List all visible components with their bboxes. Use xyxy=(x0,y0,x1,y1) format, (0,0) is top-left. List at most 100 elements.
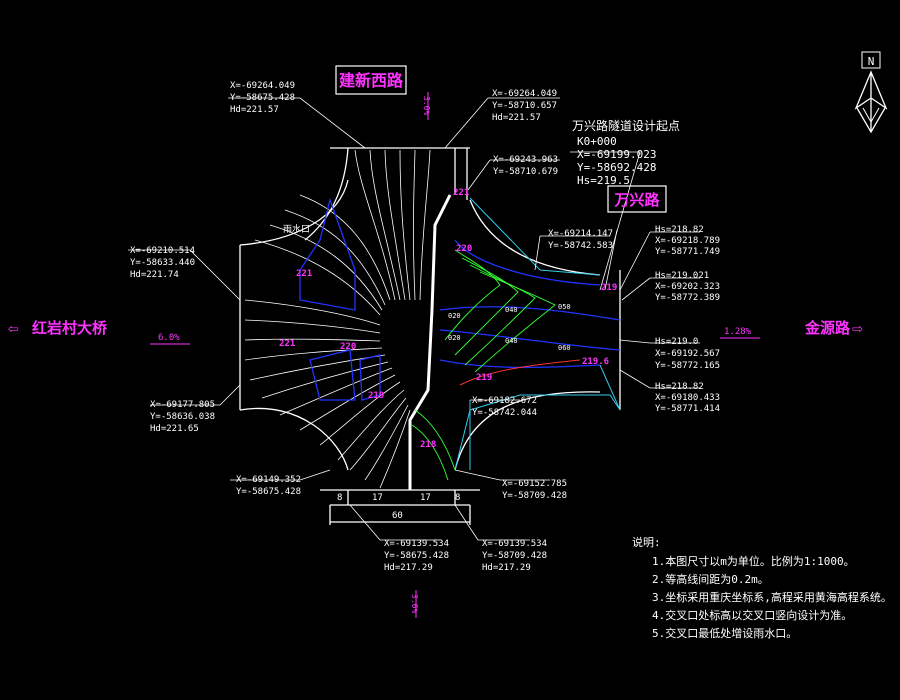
dimension-line: 8 17 17 8 60 xyxy=(337,493,460,521)
coord-label-y: Y=-58772.389 xyxy=(655,293,720,303)
coord-label-h: Hs=219.021 xyxy=(655,271,709,281)
coord-label-x: X=-69180.433 xyxy=(655,393,720,403)
dim-total: 60 xyxy=(392,511,403,521)
leader-lines xyxy=(128,97,700,541)
elevation-label: 219 xyxy=(368,391,384,401)
coord-label-x: X=-69218.789 xyxy=(655,236,720,246)
coord-label-y: Y=-58710.657 xyxy=(492,101,557,111)
coord-label-h: Hd=217.29 xyxy=(482,563,531,573)
contour-label: 020 xyxy=(448,312,461,320)
coord-label-y: Y=-58710.679 xyxy=(493,167,558,177)
coord-label-y: Y=-58633.440 xyxy=(130,258,195,268)
note-item: 4.交叉口处标高以交叉口竖向设计为准。 xyxy=(652,608,852,622)
coord-se-bottom: X=-69152.785 Y=-58709.428 xyxy=(502,479,567,501)
north-road-name: 建新西路 xyxy=(339,71,404,90)
coord-s-right: X=-69139.534 Y=-58709.428 Hd=217.29 xyxy=(482,539,547,573)
elevation-label: 221 xyxy=(296,269,312,279)
coord-callouts: X=-69264.049 Y=-58675.428 Hd=221.57 X=-6… xyxy=(130,81,720,573)
dim-8-right: 8 xyxy=(455,493,460,503)
east-road-box xyxy=(607,185,667,213)
coord-label-x: X=-69243.963 xyxy=(493,155,558,165)
grade-north: 3.0% xyxy=(422,96,431,115)
start-x: X=-69199.023 xyxy=(577,148,656,161)
coord-label-x: X=-69139.534 xyxy=(384,539,449,549)
elevation-label: 221 xyxy=(453,188,469,198)
road-edges xyxy=(239,147,621,525)
start-h: Hs=219.5 xyxy=(577,174,630,187)
coord-ne-inner: X=-69243.963 Y=-58710.679 xyxy=(493,155,558,177)
east-arrow-icon: ⇨ xyxy=(852,318,863,339)
contour-values: 020 040 020 040 050 060 xyxy=(448,303,571,352)
note-item: 1.本图尺寸以m为单位。比例为1:1000。 xyxy=(652,554,855,568)
start-title: 万兴路隧道设计起点 xyxy=(572,118,680,133)
coord-east-1: Hs=218.82 X=-69218.789 Y=-58771.749 xyxy=(655,225,720,257)
dim-8-left: 8 xyxy=(337,493,342,503)
coord-east-2: Hs=219.021 X=-69202.323 Y=-58772.389 xyxy=(655,271,720,303)
coord-label-h: Hd=217.29 xyxy=(384,563,433,573)
contour-lines xyxy=(411,249,556,481)
note-item: 3.坐标采用重庆坐标系,高程采用黄海高程系统。 xyxy=(652,590,892,604)
start-chainage: K0+000 xyxy=(577,135,617,148)
coord-east-4: Hs=218.82 X=-69180.433 Y=-58771.414 xyxy=(655,382,720,414)
coord-label-x: X=-69214.147 xyxy=(548,229,613,239)
elevation-label: 219 xyxy=(476,373,492,383)
start-y: Y=-58692.428 xyxy=(577,161,656,174)
elevation-label: 219.6 xyxy=(582,357,609,367)
grade-south: 3.0% xyxy=(410,594,419,613)
coord-label-y: Y=-58772.165 xyxy=(655,361,720,371)
grade-north-group: 3.0% xyxy=(422,96,431,115)
notes-block: 说明: 1.本图尺寸以m为单位。比例为1:1000。 2.等高线间距为0.2m。… xyxy=(632,535,892,640)
coord-s-left: X=-69139.534 Y=-58675.428 Hd=217.29 xyxy=(384,539,449,573)
coord-label-x: X=-69139.534 xyxy=(482,539,547,549)
north-compass-icon: N xyxy=(854,51,888,134)
east-road-name: 万兴路 xyxy=(613,191,660,209)
design-boundary xyxy=(299,197,621,401)
dim-17-left: 17 xyxy=(372,493,383,503)
coord-east-mid: X=-69214.147 Y=-58742.583 xyxy=(548,229,613,251)
contour-label: 040 xyxy=(505,306,518,314)
coord-label-y: Y=-58742.044 xyxy=(472,408,537,418)
coord-nw-top: X=-69264.049 Y=-58675.428 Hd=221.57 xyxy=(230,81,295,115)
coord-se-inner: X=-69182.672 Y=-58742.044 xyxy=(472,396,537,418)
north-road-box xyxy=(335,65,407,95)
coord-label-h: Hs=219.0 xyxy=(655,337,698,347)
dim-17-right: 17 xyxy=(420,493,431,503)
rain-inlet-label: 雨水口 xyxy=(283,223,310,235)
coord-east-3: Hs=219.0 X=-69192.567 Y=-58772.165 xyxy=(655,337,720,371)
coord-label-x: X=-69192.567 xyxy=(655,349,720,359)
coord-label-x: X=-69152.785 xyxy=(502,479,567,489)
grade-east: 1.28% xyxy=(724,327,752,337)
coord-w: X=-69210.514 Y=-58633.440 Hd=221.74 xyxy=(130,246,195,280)
note-item: 2.等高线间距为0.2m。 xyxy=(652,572,769,586)
coord-label-y: Y=-58709.428 xyxy=(502,491,567,501)
coord-label-y: Y=-58709.428 xyxy=(482,551,547,561)
coord-ne-top: X=-69264.049 Y=-58710.657 Hd=221.57 xyxy=(492,89,557,123)
notes-title: 说明: xyxy=(632,535,661,549)
contour-label: 040 xyxy=(505,337,518,345)
coord-label-y: Y=-58636.038 xyxy=(150,412,215,422)
grade-west: 6.0% xyxy=(158,333,180,343)
coord-label-h: Hs=218.82 xyxy=(655,225,704,235)
coord-label-x: X=-69149.352 xyxy=(236,475,301,485)
coord-sw-bottom: X=-69149.352 Y=-58675.428 xyxy=(236,475,301,497)
elevation-label: 221 xyxy=(279,339,295,349)
contour-label: 020 xyxy=(448,334,461,342)
coord-label-y: Y=-58675.428 xyxy=(230,93,295,103)
note-item: 5.交叉口最低处增设雨水口。 xyxy=(652,626,797,640)
contour-label: 060 xyxy=(558,344,571,352)
west-road-name: 红岩村大桥 xyxy=(32,319,108,337)
coord-label-x: X=-69210.514 xyxy=(130,246,195,256)
contour-label: 050 xyxy=(558,303,571,311)
elevation-labels: 221 220 221 220 219 221 219 219 218 219.… xyxy=(279,188,617,450)
coord-label-h: Hd=221.57 xyxy=(230,105,279,115)
coord-label-x: X=-69202.323 xyxy=(655,282,720,292)
coord-label-x: X=-69264.049 xyxy=(230,81,295,91)
east-dest-name: 金源路 xyxy=(804,319,851,337)
svg-text:N: N xyxy=(868,55,875,68)
coord-label-h: Hd=221.74 xyxy=(130,270,179,280)
coord-label-h: Hd=221.65 xyxy=(150,424,199,434)
elevation-label: 219 xyxy=(601,283,617,293)
tunnel-start-block: 万兴路隧道设计起点 K0+000 X=-69199.023 Y=-58692.4… xyxy=(572,118,680,187)
west-arrow-icon: ⇦ xyxy=(8,318,19,339)
